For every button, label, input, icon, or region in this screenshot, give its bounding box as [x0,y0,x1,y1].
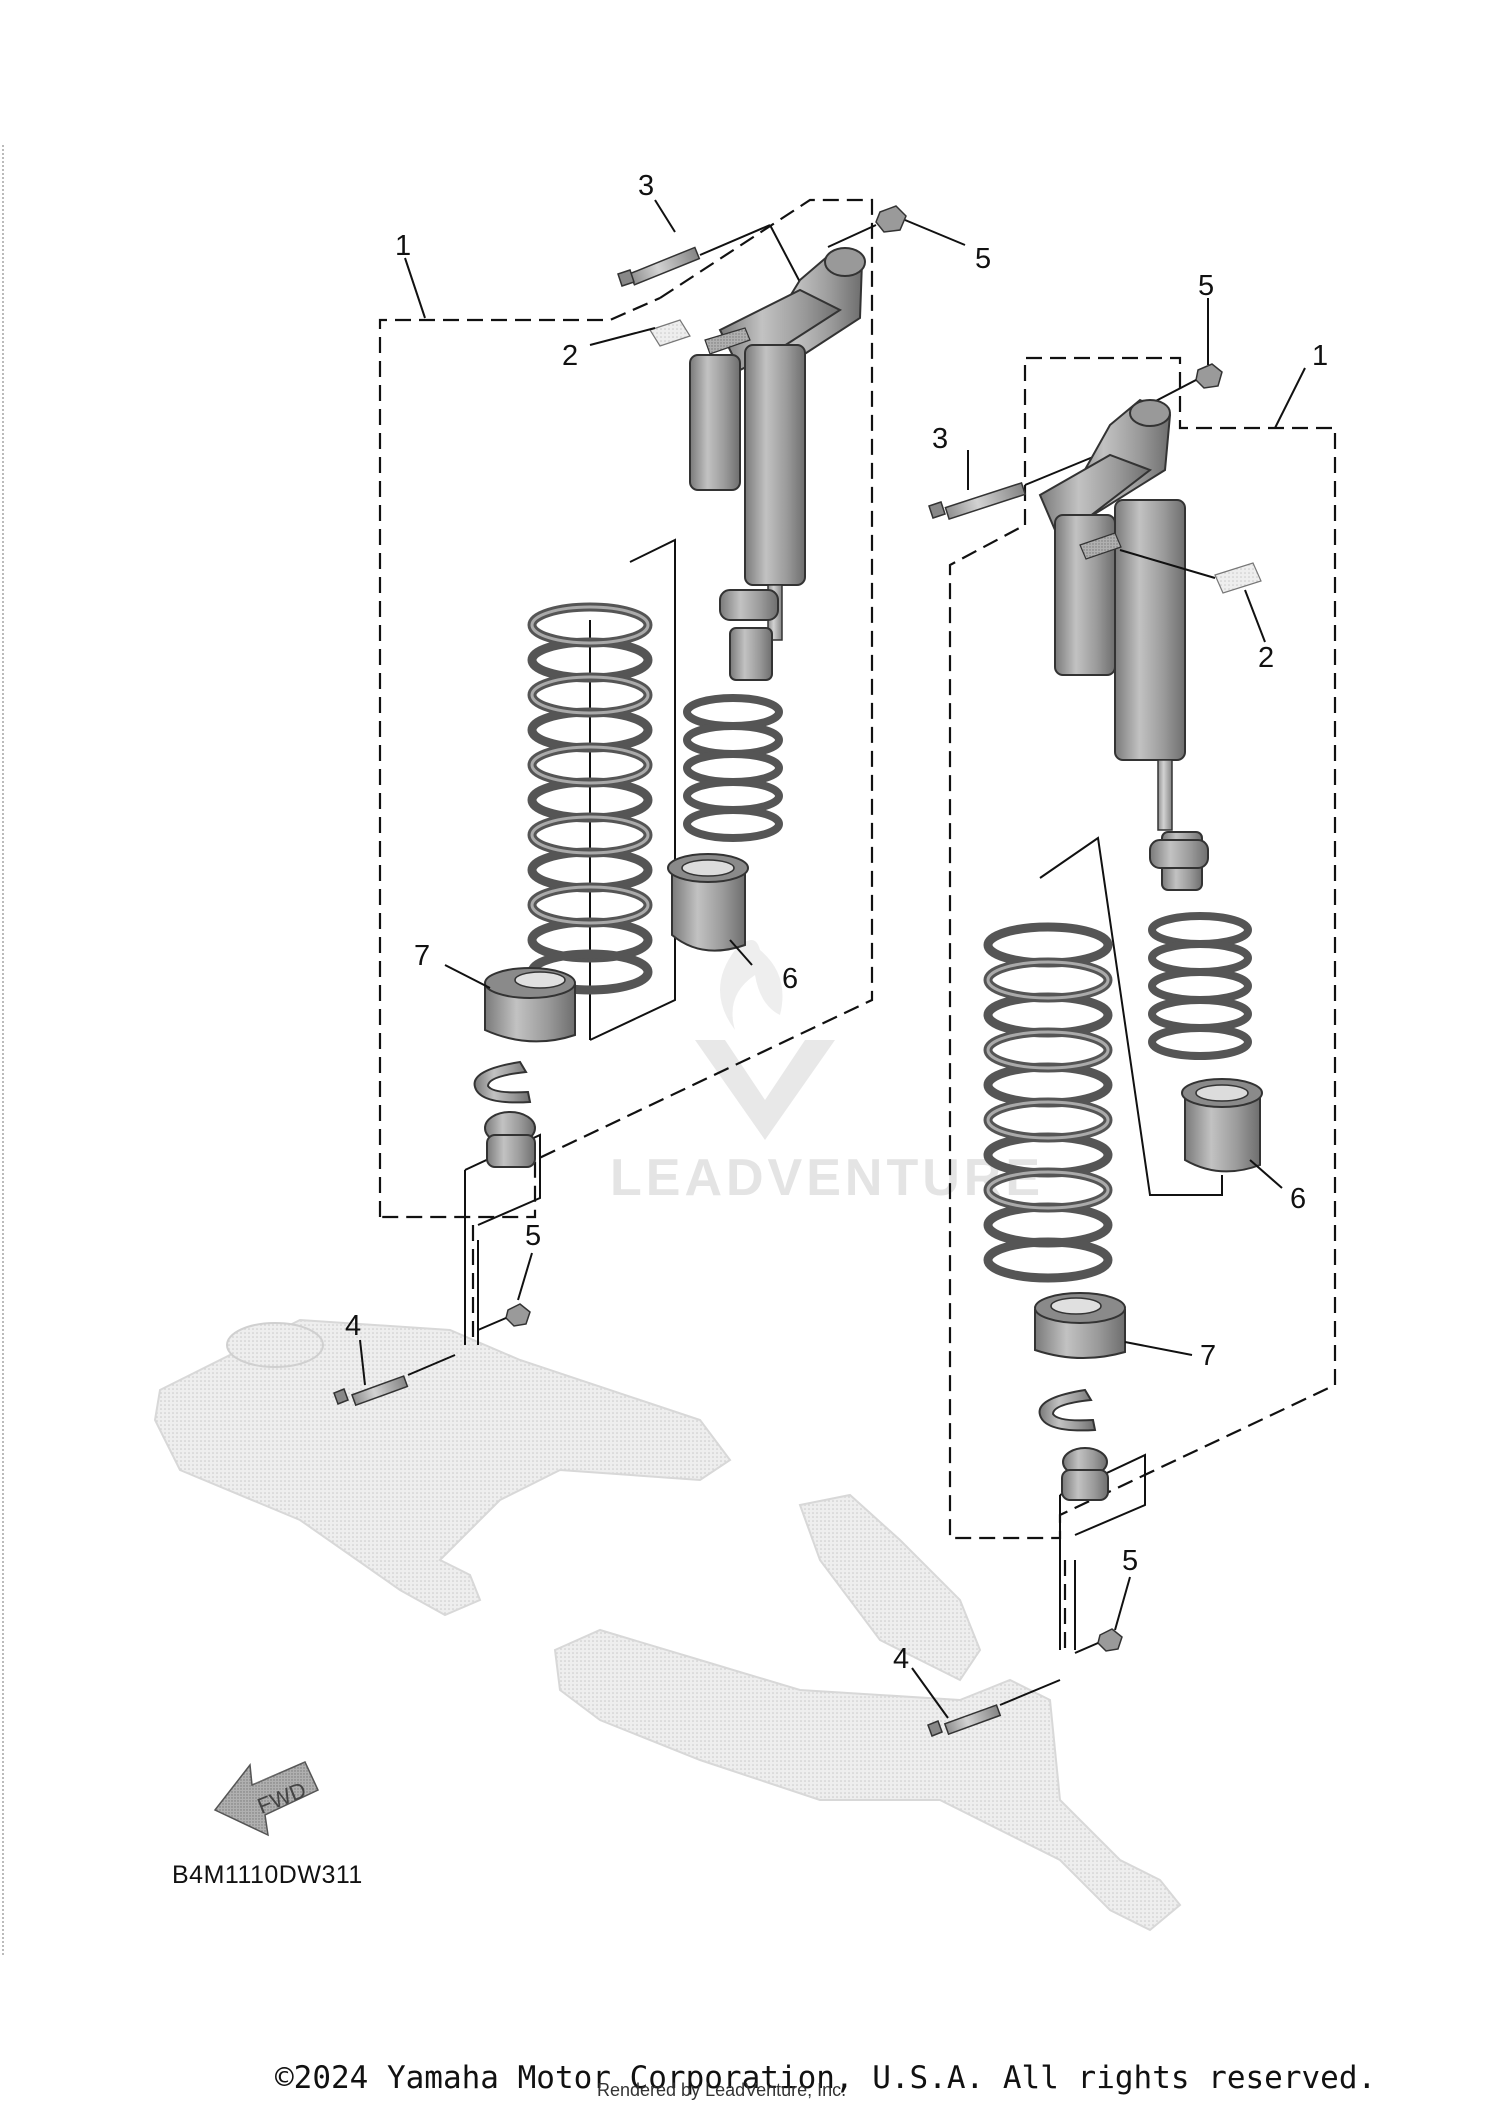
callout-right-4: 4 [893,1643,909,1675]
left-secondary-spring [683,694,783,842]
callout-right-6: 6 [1290,1183,1306,1215]
left-circlip [473,1060,532,1104]
forward-direction-arrow [213,1760,319,1837]
right-spring-seat-7 [1034,1292,1126,1359]
watermark-logo [695,940,835,1140]
right-bolt-4 [927,1679,1061,1737]
left-nut-5-top [827,205,907,248]
page-margin-rule [2,145,4,1955]
callout-left-3: 3 [638,170,654,202]
left-swing-arm [153,1318,732,1617]
left-bolt-4 [333,1354,456,1407]
left-main-spring-shade [530,605,650,925]
left-shock-absorber [689,247,866,681]
left-label-sticker-2 [649,319,751,355]
left-spring-seat-7 [484,967,576,1043]
callout-right-2: 2 [1258,642,1274,674]
left-bolt-3 [617,224,813,306]
callout-left-6: 6 [782,963,798,995]
right-main-spring-shade [986,960,1110,1210]
callout-left-5-bottom: 5 [525,1220,541,1252]
left-nut-5-bottom [477,1303,531,1331]
right-circlip [1038,1388,1097,1432]
callout-left-4: 4 [345,1310,361,1342]
right-assembly-dashed-outline [948,356,1337,1650]
callout-left-1: 1 [395,230,411,262]
left-collar-6 [667,853,749,952]
left-assembly-dashed-outline [378,198,874,1340]
right-bushing [1061,1447,1109,1501]
callout-right-5-bottom: 5 [1122,1545,1138,1577]
left-bushing [484,1111,536,1168]
right-swing-arm [553,1493,1182,1932]
right-nut-5-bottom [1074,1628,1123,1654]
right-label-sticker-2 [1079,532,1262,594]
left-spring-solid-outline [464,538,676,1345]
rendered-by-notice: Rendered by LeadVenture, Inc. [597,2080,847,2100]
right-collar-6 [1181,1078,1263,1173]
callout-left-5-top: 5 [975,243,991,275]
callout-right-1: 1 [1312,340,1328,372]
callout-left-7: 7 [414,940,430,972]
right-secondary-spring [1148,912,1252,1060]
right-spring-solid-outline [1039,836,1223,1650]
right-shock-absorber [1038,398,1209,891]
callout-right-3: 3 [932,423,948,455]
watermark-text: LEADVENTURE [610,1149,1044,1207]
diagram-code: B4M1110DW311 [172,1861,363,1889]
callout-right-7: 7 [1200,1340,1216,1372]
callout-left-2: 2 [562,340,578,372]
copyright-notice: ©2024 Yamaha Motor Corporation, U.S.A. A… [275,2060,1377,2096]
callout-right-5-top: 5 [1198,270,1214,302]
leader-lines [359,199,1306,1719]
right-nut-5-top [1147,363,1223,406]
